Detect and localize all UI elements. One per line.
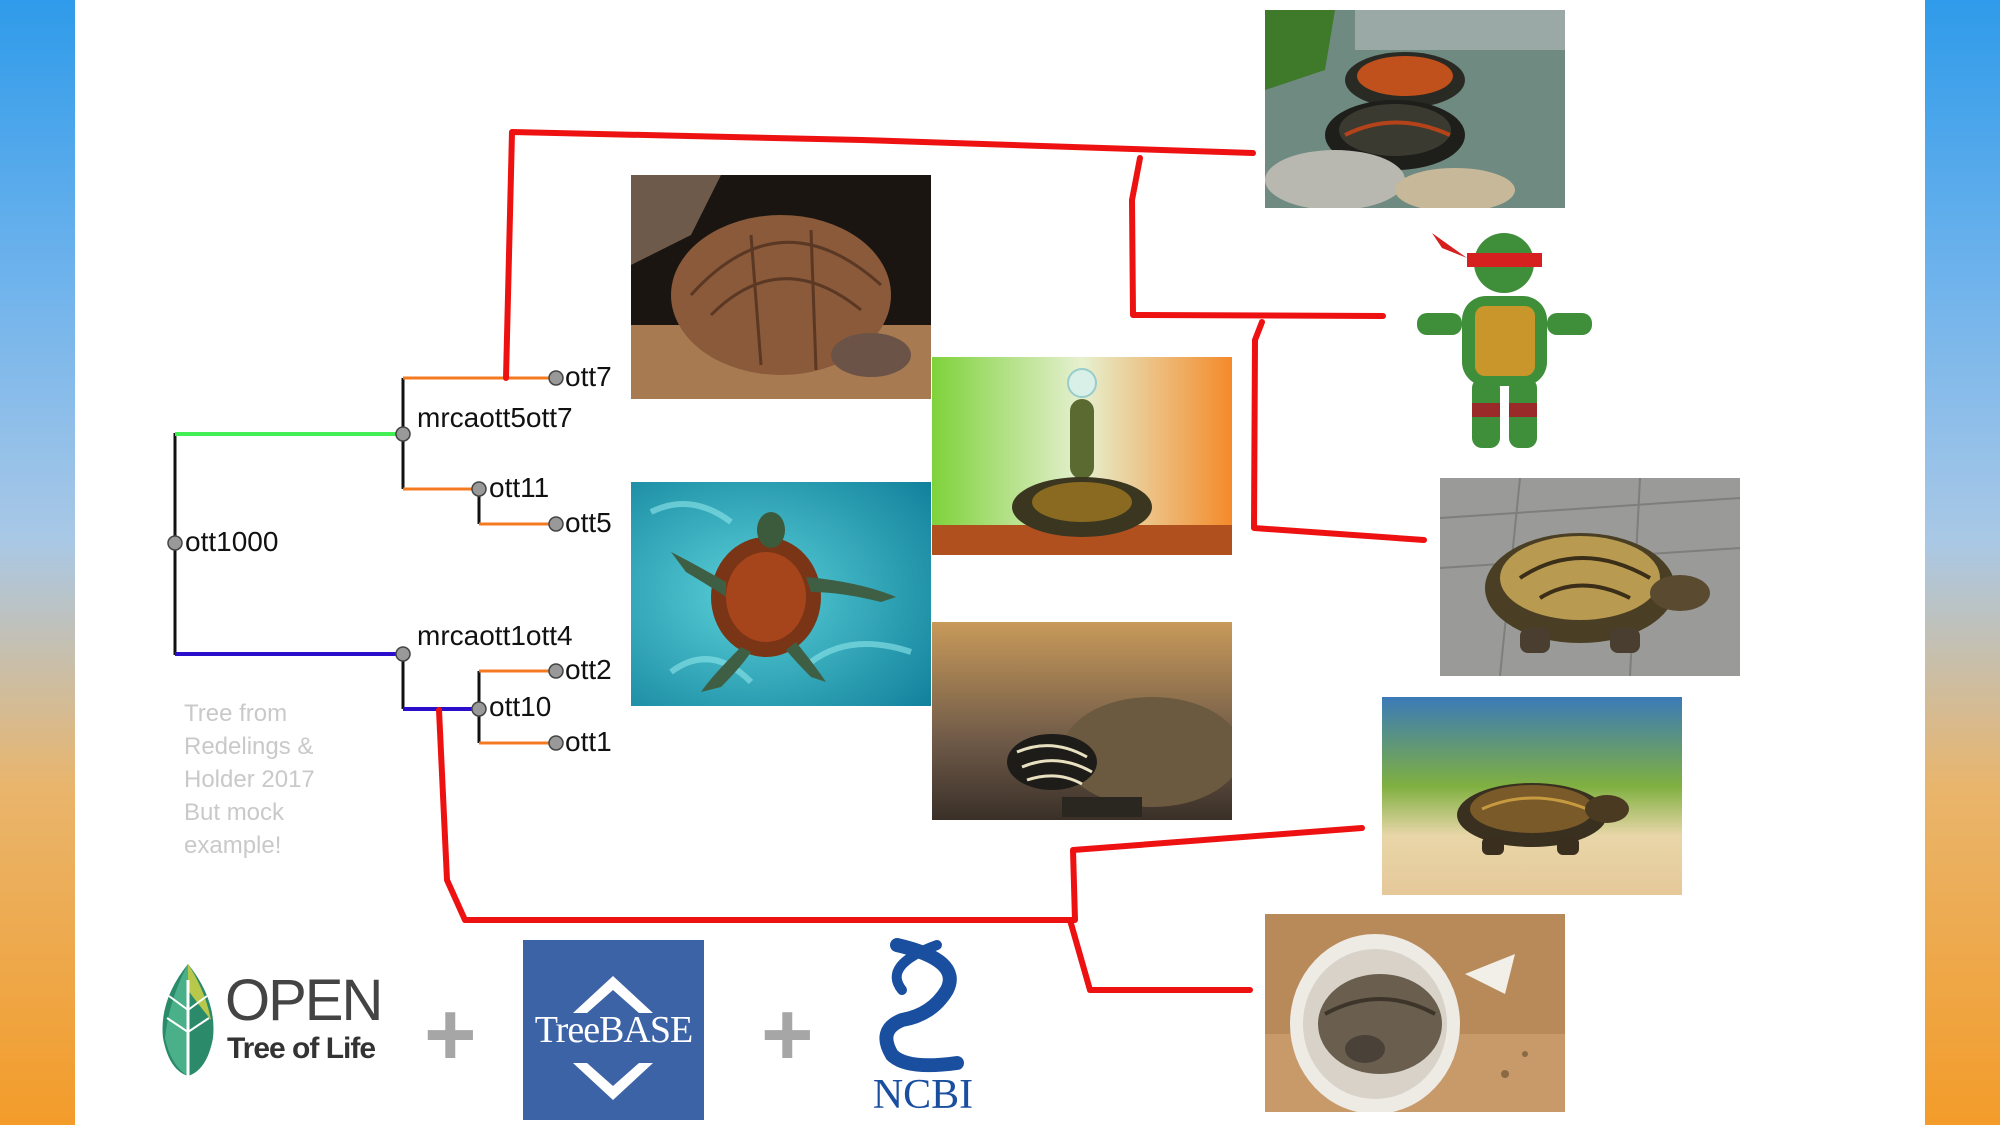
note-line: Redelings & [184,733,314,760]
red-line-tortoise [1251,319,1427,543]
node-ott1000 [167,535,183,551]
red-line-hatchling [1067,917,1253,993]
treebase-text: TreeBASE [534,1009,693,1051]
red-line-upper [503,129,1256,381]
treebase-logo: TreeBASE [523,940,704,1120]
ncbi-logo: NCBI [858,935,988,1120]
open-tree-of-life-logo: OPEN Tree of Life [155,960,395,1080]
label-ott10: ott10 [489,691,552,722]
note-line: But mock [184,799,285,826]
node-ott5 [548,516,564,532]
node-mrcaott5ott7 [395,426,411,442]
plus-sign: + [424,985,477,1085]
photo-giant-tortoise [631,175,931,399]
chevron-up-icon [573,976,653,1013]
leaf-icon [162,964,214,1076]
node-ott7 [548,370,564,386]
label-ott11: ott11 [489,472,550,503]
node-ott10 [471,701,487,717]
label-mrcaott5ott7: mrcaott5ott7 [417,402,573,433]
label-mrcaott1ott4: mrcaott1ott4 [417,620,573,651]
note-line: Holder 2017 [184,766,315,793]
note-line: Tree from [184,700,288,727]
red-line-lower [436,707,1365,923]
ncbi-text: NCBI [872,1072,974,1118]
photo-slider-turtle-bubble [932,357,1232,555]
node-ott11 [471,481,487,497]
label-ott2: ott2 [565,654,612,685]
label-ott7: ott7 [565,361,612,392]
right-gradient-band [1925,0,2000,1125]
photo-tortoise-pavement [1440,478,1740,676]
red-line-upper-split [1129,155,1386,319]
photo-map-turtle [932,622,1232,820]
dna-helix-icon [879,938,964,1073]
photo-ninja-turtle-toy [1397,218,1612,458]
chevron-down-icon [573,1063,653,1100]
photo-pond-turtles [1265,10,1565,208]
open-tree-word-tree: Tree of Life [227,1032,376,1065]
label-ott5: ott5 [565,507,612,538]
node-mrcaott1ott4 [395,646,411,662]
tree-source-note: Tree from Redelings & Holder 2017 But mo… [184,697,384,862]
label-ott1000: ott1000 [185,526,279,557]
plus-sign: + [761,985,814,1085]
label-ott1: ott1 [565,726,612,757]
photo-box-turtle-beach [1382,697,1682,895]
left-gradient-band [0,0,75,1125]
node-ott1 [548,735,564,751]
note-line: example! [184,832,282,859]
photo-sea-turtle [631,482,931,706]
node-ott2 [548,663,564,679]
photo-hatchling-egg [1265,914,1565,1112]
open-tree-word-open: OPEN [225,968,383,1033]
